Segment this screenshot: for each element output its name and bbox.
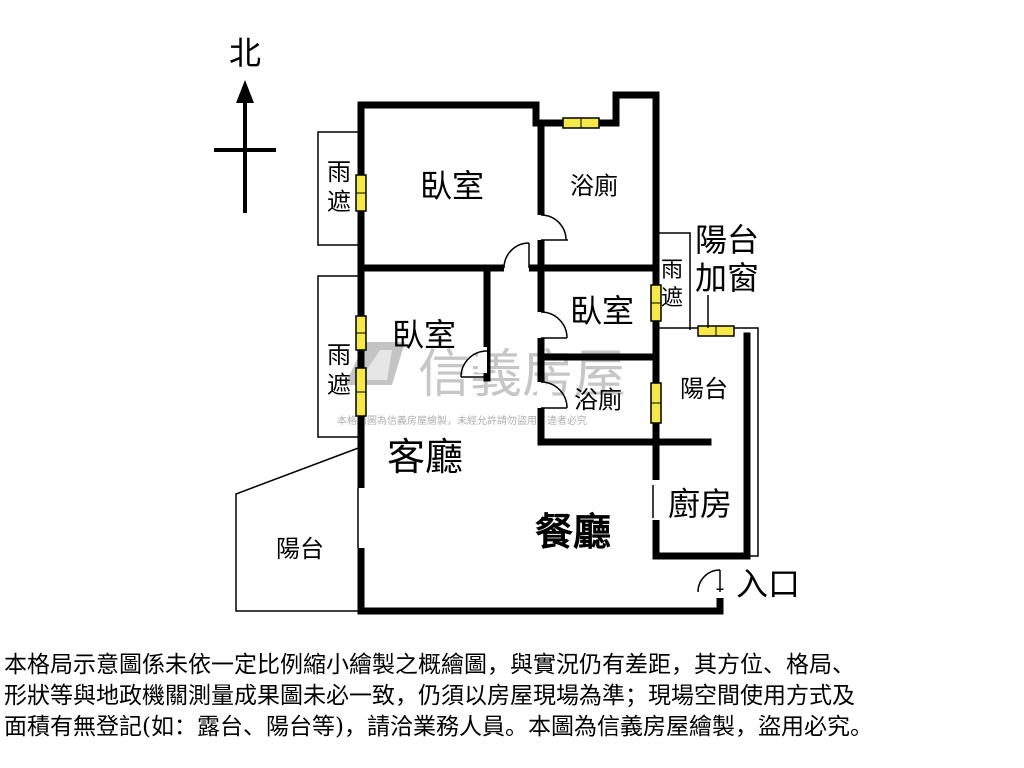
room-label-bedroom-mid-right: 臥室 bbox=[570, 292, 634, 330]
north-label: 北 bbox=[229, 34, 261, 72]
awning-top-char1: 雨 bbox=[327, 158, 351, 186]
awning-top-char2: 遮 bbox=[327, 188, 351, 216]
room-label-balcony-left: 陽台 bbox=[276, 535, 324, 563]
room-label-bathroom-mid: 浴廁 bbox=[574, 386, 622, 414]
room-label-living: 客廳 bbox=[387, 435, 463, 479]
room-label-kitchen: 廚房 bbox=[668, 485, 732, 523]
awning-outlines bbox=[317, 131, 691, 438]
floor-plan: 信義房屋 本格局圖為信義房屋繪製，未經允許請勿盜用，違者必究 北 bbox=[214, 34, 800, 615]
callout-balcony-line1: 陽台 bbox=[695, 221, 759, 259]
room-label-bedroom-left: 臥室 bbox=[392, 316, 456, 354]
disclaimer-line: 本格局示意圖係未依一定比例縮小繪製之概繪圖，與實況仍有差距，其方位、格局、 bbox=[4, 652, 855, 678]
watermark-notice: 本格局圖為信義房屋繪製，未經允許請勿盜用，違者必究 bbox=[337, 414, 587, 427]
disclaimer-line: 形狀等與地政機關測量成果圖未必一致，仍須以房屋現場為準；現場空間使用方式及 bbox=[4, 683, 855, 709]
disclaimer: 本格局示意圖係未依一定比例縮小繪製之概繪圖，與實況仍有差距，其方位、格局、 形狀… bbox=[4, 650, 1020, 743]
awning-right-char2: 遮 bbox=[661, 286, 683, 311]
balcony-left-outline bbox=[235, 446, 362, 612]
awning-right-char1: 雨 bbox=[661, 258, 683, 283]
door-openings bbox=[357, 215, 724, 598]
window-mullions bbox=[356, 118, 717, 404]
door-swings bbox=[357, 214, 721, 593]
room-label-balcony-right: 陽台 bbox=[680, 375, 728, 403]
room-label-bedroom-top: 臥室 bbox=[420, 167, 484, 205]
room-label-bathroom-top: 浴廁 bbox=[570, 172, 618, 200]
room-label-dining: 餐廳 bbox=[535, 509, 611, 554]
callout-balcony-line2: 加窗 bbox=[695, 259, 759, 297]
north-arrow-icon bbox=[214, 80, 276, 213]
disclaimer-line: 面積有無登記(如：露台、陽台等)，請洽業務人員。本圖為信義房屋繪製，盜用必究。 bbox=[4, 714, 873, 740]
entrance-label: 入口 bbox=[736, 565, 800, 603]
awning-left-char1: 雨 bbox=[327, 341, 351, 369]
awning-left-char2: 遮 bbox=[327, 371, 351, 399]
